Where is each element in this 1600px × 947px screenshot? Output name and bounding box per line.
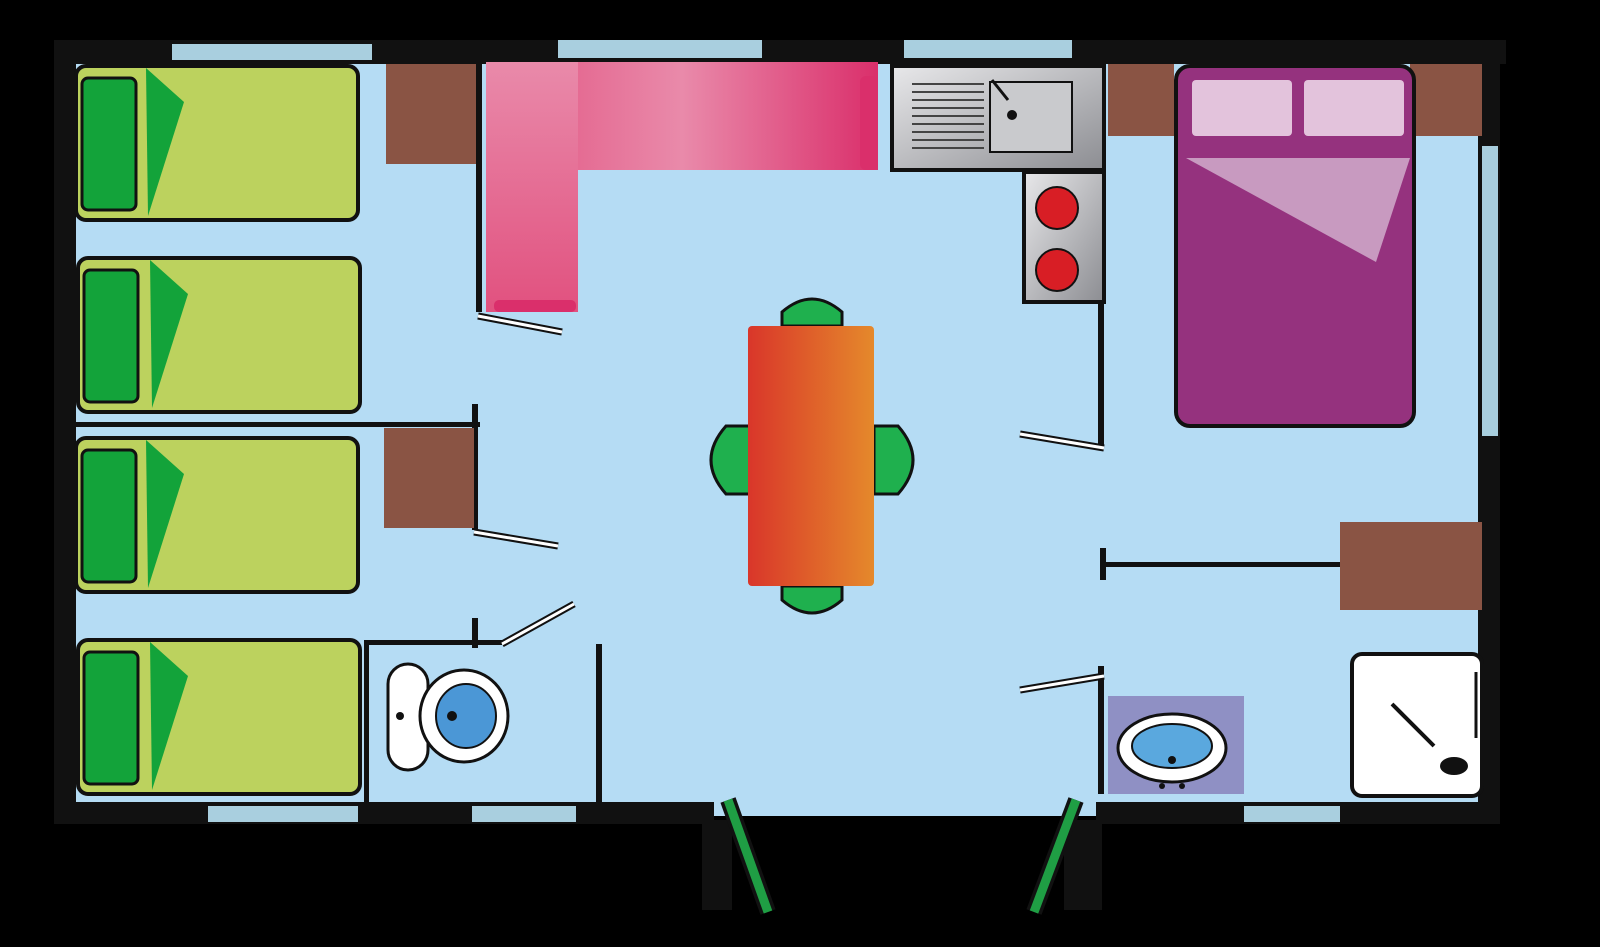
corner-sofa-icon bbox=[486, 62, 878, 312]
window-bottom-1 bbox=[208, 806, 358, 822]
window-bottom-2 bbox=[472, 806, 576, 822]
wardrobe-icon bbox=[1410, 64, 1482, 136]
entrance-doors bbox=[720, 797, 1084, 915]
interior-walls bbox=[60, 62, 1340, 806]
dining-table-icon bbox=[709, 297, 915, 615]
double-bed-icon bbox=[1174, 64, 1416, 428]
window-top-2 bbox=[558, 40, 762, 58]
window-top-1 bbox=[172, 44, 372, 60]
washbasin-icon bbox=[1108, 696, 1244, 794]
wardrobe-icon bbox=[386, 64, 476, 164]
wardrobe-icon bbox=[1108, 64, 1174, 136]
window-right bbox=[1482, 146, 1498, 436]
wardrobe-icon bbox=[384, 428, 474, 528]
interior-door-leaves bbox=[473, 314, 1105, 692]
wardrobe-icon bbox=[1340, 522, 1482, 610]
single-bed-icon bbox=[76, 256, 362, 414]
single-bed-icon bbox=[76, 638, 362, 796]
toilet-icon bbox=[386, 662, 510, 772]
shower-icon bbox=[1350, 652, 1484, 798]
hob-icon bbox=[1022, 170, 1106, 304]
entrance-steps bbox=[702, 820, 1102, 910]
single-bed-icon bbox=[74, 64, 360, 222]
single-bed-icon bbox=[74, 436, 360, 594]
windows bbox=[172, 40, 1498, 822]
kitchen-sink-icon bbox=[890, 64, 1106, 172]
window-bottom-3 bbox=[1244, 806, 1340, 822]
window-top-3 bbox=[904, 40, 1072, 58]
